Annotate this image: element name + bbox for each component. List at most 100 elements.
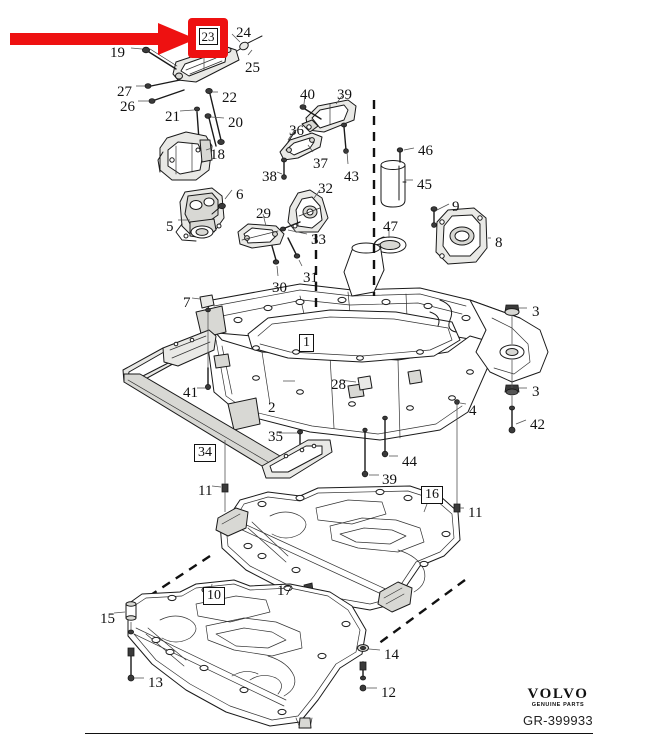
callout-9: 9 [452,199,460,215]
highlight-marker-23: 23 [188,18,228,58]
highlight-callout-number: 23 [197,28,219,45]
callout-7: 7 [183,295,191,311]
part-38-bolt [280,157,287,180]
callout-25: 25 [245,60,260,76]
callout-3: 3 [532,304,540,320]
part-28-tab [357,375,373,391]
part-44-bolt [381,415,389,458]
callout-42: 42 [530,417,545,433]
part-39b-bolt [361,427,369,478]
callout-33: 33 [311,232,326,248]
part-42-bolt [508,396,516,434]
callout-2: 2 [268,400,276,416]
callout-1: 1 [299,334,314,352]
part-39-block [301,99,357,133]
part-11a-clip [221,440,229,512]
part-20-rod [204,113,217,147]
part-33-bolt [279,221,301,232]
callout-18: 18 [210,147,225,163]
part-43-bolt [340,122,349,154]
part-1-subframe [195,242,549,441]
part-24-25-pin [236,35,263,52]
callout-45: 45 [417,177,432,193]
callout-46: 46 [418,143,433,159]
part-8-mount [435,207,488,265]
callout-4: 4 [469,403,477,419]
callout-36: 36 [289,123,304,139]
part-16-upper-shield [215,485,461,613]
part-6-bolt [211,202,226,215]
callout-13: 13 [148,675,163,691]
leader-lines [113,33,527,689]
callout-40: 40 [300,87,315,103]
part-5-engine-mount [175,187,225,242]
part-10-lower-shield [127,579,367,729]
part-30-bolt [271,245,280,265]
callout-32: 32 [318,181,333,197]
part-19-bolt [141,46,178,70]
part-14-grommet [357,644,369,652]
part-18-bracket [157,131,213,181]
callout-14: 14 [384,647,399,663]
callout-27: 27 [117,84,132,100]
part-11b-clip [453,503,461,513]
part-36-leader-node [287,129,297,143]
callout-44: 44 [402,454,417,470]
part-4-node [454,399,460,516]
part-47-gasket [373,236,407,254]
part-15-clip [125,601,137,621]
part-9-bolt [430,206,438,228]
part-reference-number: GR-399933 [523,713,593,728]
part-34-bumper-beam [122,329,333,479]
part-41-bolt [204,307,211,390]
part-13-bolt [127,622,135,682]
callout-35: 35 [268,429,283,445]
callout-29: 29 [256,206,271,222]
callout-11: 11 [198,483,213,499]
callout-19: 19 [110,45,125,61]
part-46-bolt [396,147,404,163]
callout-30: 30 [272,280,287,296]
part-29-link [237,223,285,249]
callout-41: 41 [183,385,198,401]
callout-47: 47 [383,219,398,235]
part-26-bolt [148,89,185,104]
callout-5: 5 [166,219,174,235]
part-35-bolt [296,429,303,445]
callout-10: 10 [203,587,225,605]
callout-43: 43 [344,169,359,185]
callout-34: 34 [194,444,216,462]
callout-38: 38 [262,169,277,185]
callout-22: 22 [222,90,237,106]
footer-divider [85,733,593,734]
callout-16: 16 [421,486,443,504]
callout-20: 20 [228,115,243,131]
callout-39: 39 [337,87,352,103]
callout-24: 24 [236,25,251,41]
part-3a-nut [504,304,520,344]
callout-39: 39 [382,472,397,488]
callout-17: 17 [277,583,292,599]
callout-26: 26 [120,99,135,115]
part-27-bolt [144,79,181,89]
callout-6: 6 [236,187,244,203]
callout-12: 12 [381,685,396,701]
brand-block: VOLVO GENUINE PARTS GR-399933 [503,686,613,728]
callout-21: 21 [165,109,180,125]
callout-11: 11 [468,505,483,521]
part-40-bolt [299,104,322,120]
part-7-tab [199,294,215,309]
red-pointer-arrow [10,23,196,55]
volvo-wordmark: VOLVO [527,686,589,702]
callout-8: 8 [495,235,503,251]
part-3b-nut [504,360,520,396]
part-31-bolt [287,237,301,259]
callout-37: 37 [313,156,328,172]
part-32-bracket [287,189,329,233]
alignment-line-lower-right [377,579,466,645]
part-12-bolt [359,661,367,692]
callout-3: 3 [532,384,540,400]
callout-15: 15 [100,611,115,627]
